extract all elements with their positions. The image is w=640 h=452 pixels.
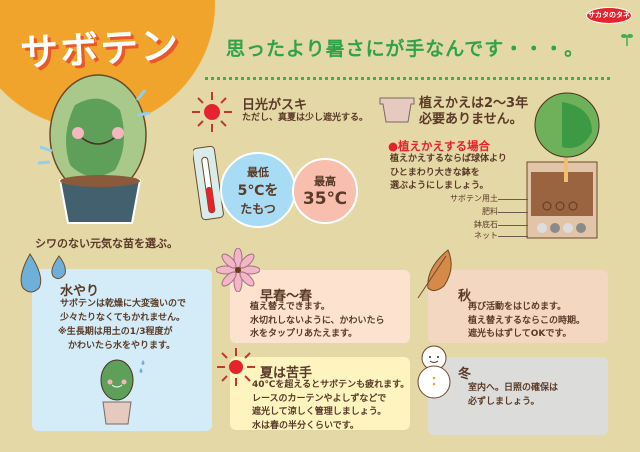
text-line: 植え替えできます。 xyxy=(250,302,330,312)
repot-title-line: 必要ありません。 xyxy=(419,112,523,127)
max-temp-circle: 最高 35℃ xyxy=(292,158,358,224)
label-pot-stones: 鉢底石 xyxy=(474,220,498,229)
watering-text: サボテンは乾燥に大変強いので少々たりなくてもかれません。 xyxy=(60,298,186,325)
sunlight-note: ただし、真夏は少し遮光する。 xyxy=(242,113,369,123)
sprout-icon xyxy=(621,34,633,46)
text-line: 再び活動をはじめます。 xyxy=(468,302,567,312)
text-line: サボテンは乾燥に大変強いので xyxy=(60,299,187,309)
label-leader-line xyxy=(498,225,528,226)
label-fertilizer: 肥料 xyxy=(482,207,498,216)
watering-title: 水やり xyxy=(60,284,100,299)
sun-icon xyxy=(192,92,232,132)
min-temp-circle: 最低 5℃を たもつ xyxy=(220,152,296,228)
text-line: レースのカーテンやよしずなどで xyxy=(252,393,387,404)
text-line: 少々たりなくてもかれません。 xyxy=(60,312,186,323)
repot-title-line: 植えかえは2〜3年 xyxy=(419,96,529,111)
text-line: 必ずしましょう。 xyxy=(468,396,540,407)
min-temp-label: 最低 xyxy=(247,165,269,179)
subtitle: 思ったより暑さにが手なんです・・・。 xyxy=(226,38,585,60)
leaf-icon xyxy=(417,249,452,299)
label-leader-line xyxy=(498,212,528,213)
water-drops-icon xyxy=(20,253,66,293)
repot-case-text: 植えかえするならば球体よりひとまわり大きな鉢を選ぶようにしましょう。 xyxy=(390,153,507,194)
autumn-card xyxy=(428,270,608,343)
winter-card xyxy=(428,357,608,435)
plant-caption: シワのない元気な苗を選ぶ。 xyxy=(35,237,178,250)
text-line: 遮光もはずしてOKです。 xyxy=(468,329,572,339)
sunlight-title: 日光がスキ xyxy=(242,98,308,113)
text-line: 水をタップリあたえます。 xyxy=(250,329,358,339)
text-line: かわいたら水をやります。 xyxy=(68,340,176,351)
text-line: 遮光して涼しく管理しましょう。 xyxy=(252,407,387,417)
spring-title: 早春〜春 xyxy=(260,289,313,304)
text-line: ※生長期は用土の1/3程度が xyxy=(58,327,173,337)
watering-note: ※生長期は用土の1/3程度がかわいたら水をやります。 xyxy=(58,326,175,353)
summer-text: 40℃を超えるとサボテンも疲れます。レースのカーテンやよしずなどで遮光して涼しく… xyxy=(252,379,409,433)
winter-text: 室内へ。日照の確保は必ずしましょう。 xyxy=(468,382,558,409)
repot-title: 植えかえは2〜3年必要ありません。 xyxy=(419,96,528,128)
cactus-illustration xyxy=(37,74,151,224)
max-temp-value: 35℃ xyxy=(302,189,348,209)
autumn-title: 秋 xyxy=(458,289,472,304)
text-line: 水は春の半分くらいです。 xyxy=(252,420,359,431)
min-temp-suffix: たもつ xyxy=(240,201,276,216)
text-line: 室内へ。日照の確保は xyxy=(468,383,559,393)
winter-title: 冬 xyxy=(458,367,472,382)
flower-icon xyxy=(216,248,260,292)
snowman-icon xyxy=(417,345,451,399)
label-leader-line xyxy=(498,236,528,237)
min-temp-value: 5℃を xyxy=(237,182,279,199)
text-line: 水切れしないように、かわいたら xyxy=(250,315,385,326)
text-line: 40℃を超えるとサボテンも疲れます。 xyxy=(252,380,410,390)
spring-text: 植え替えできます。水切れしないように、かわいたら水をタップリあたえます。 xyxy=(250,301,385,342)
text-line: ひとまわり大きな鉢を xyxy=(390,167,480,178)
max-temp-label: 最高 xyxy=(314,175,336,188)
brand-logo: サカタのタネ xyxy=(586,7,632,24)
text-line: 植え替えするならこの時期。 xyxy=(468,315,586,326)
autumn-text: 再び活動をはじめます。植え替えするならこの時期。遮光もはずしてOKです。 xyxy=(468,301,585,342)
pot-icon xyxy=(379,97,415,123)
label-leader-line xyxy=(498,199,528,200)
thermometer-icon xyxy=(193,145,224,221)
repot-case-title: ●植えかえする場合 xyxy=(388,139,491,153)
small-cactus-icon xyxy=(100,359,145,425)
text-line: 選ぶようにしましょう。 xyxy=(390,181,489,191)
sun-icon xyxy=(217,348,255,386)
summer-card xyxy=(230,357,410,430)
label-net: ネット xyxy=(474,231,498,240)
label-cactus-soil: サボテン用土 xyxy=(450,194,498,203)
pot-diagram-illustration xyxy=(526,92,600,239)
summer-title: 夏は苦手 xyxy=(260,366,313,381)
spring-card xyxy=(230,270,410,343)
text-line: 植えかえするならば球体より xyxy=(390,154,507,164)
dotted-divider xyxy=(205,77,610,80)
